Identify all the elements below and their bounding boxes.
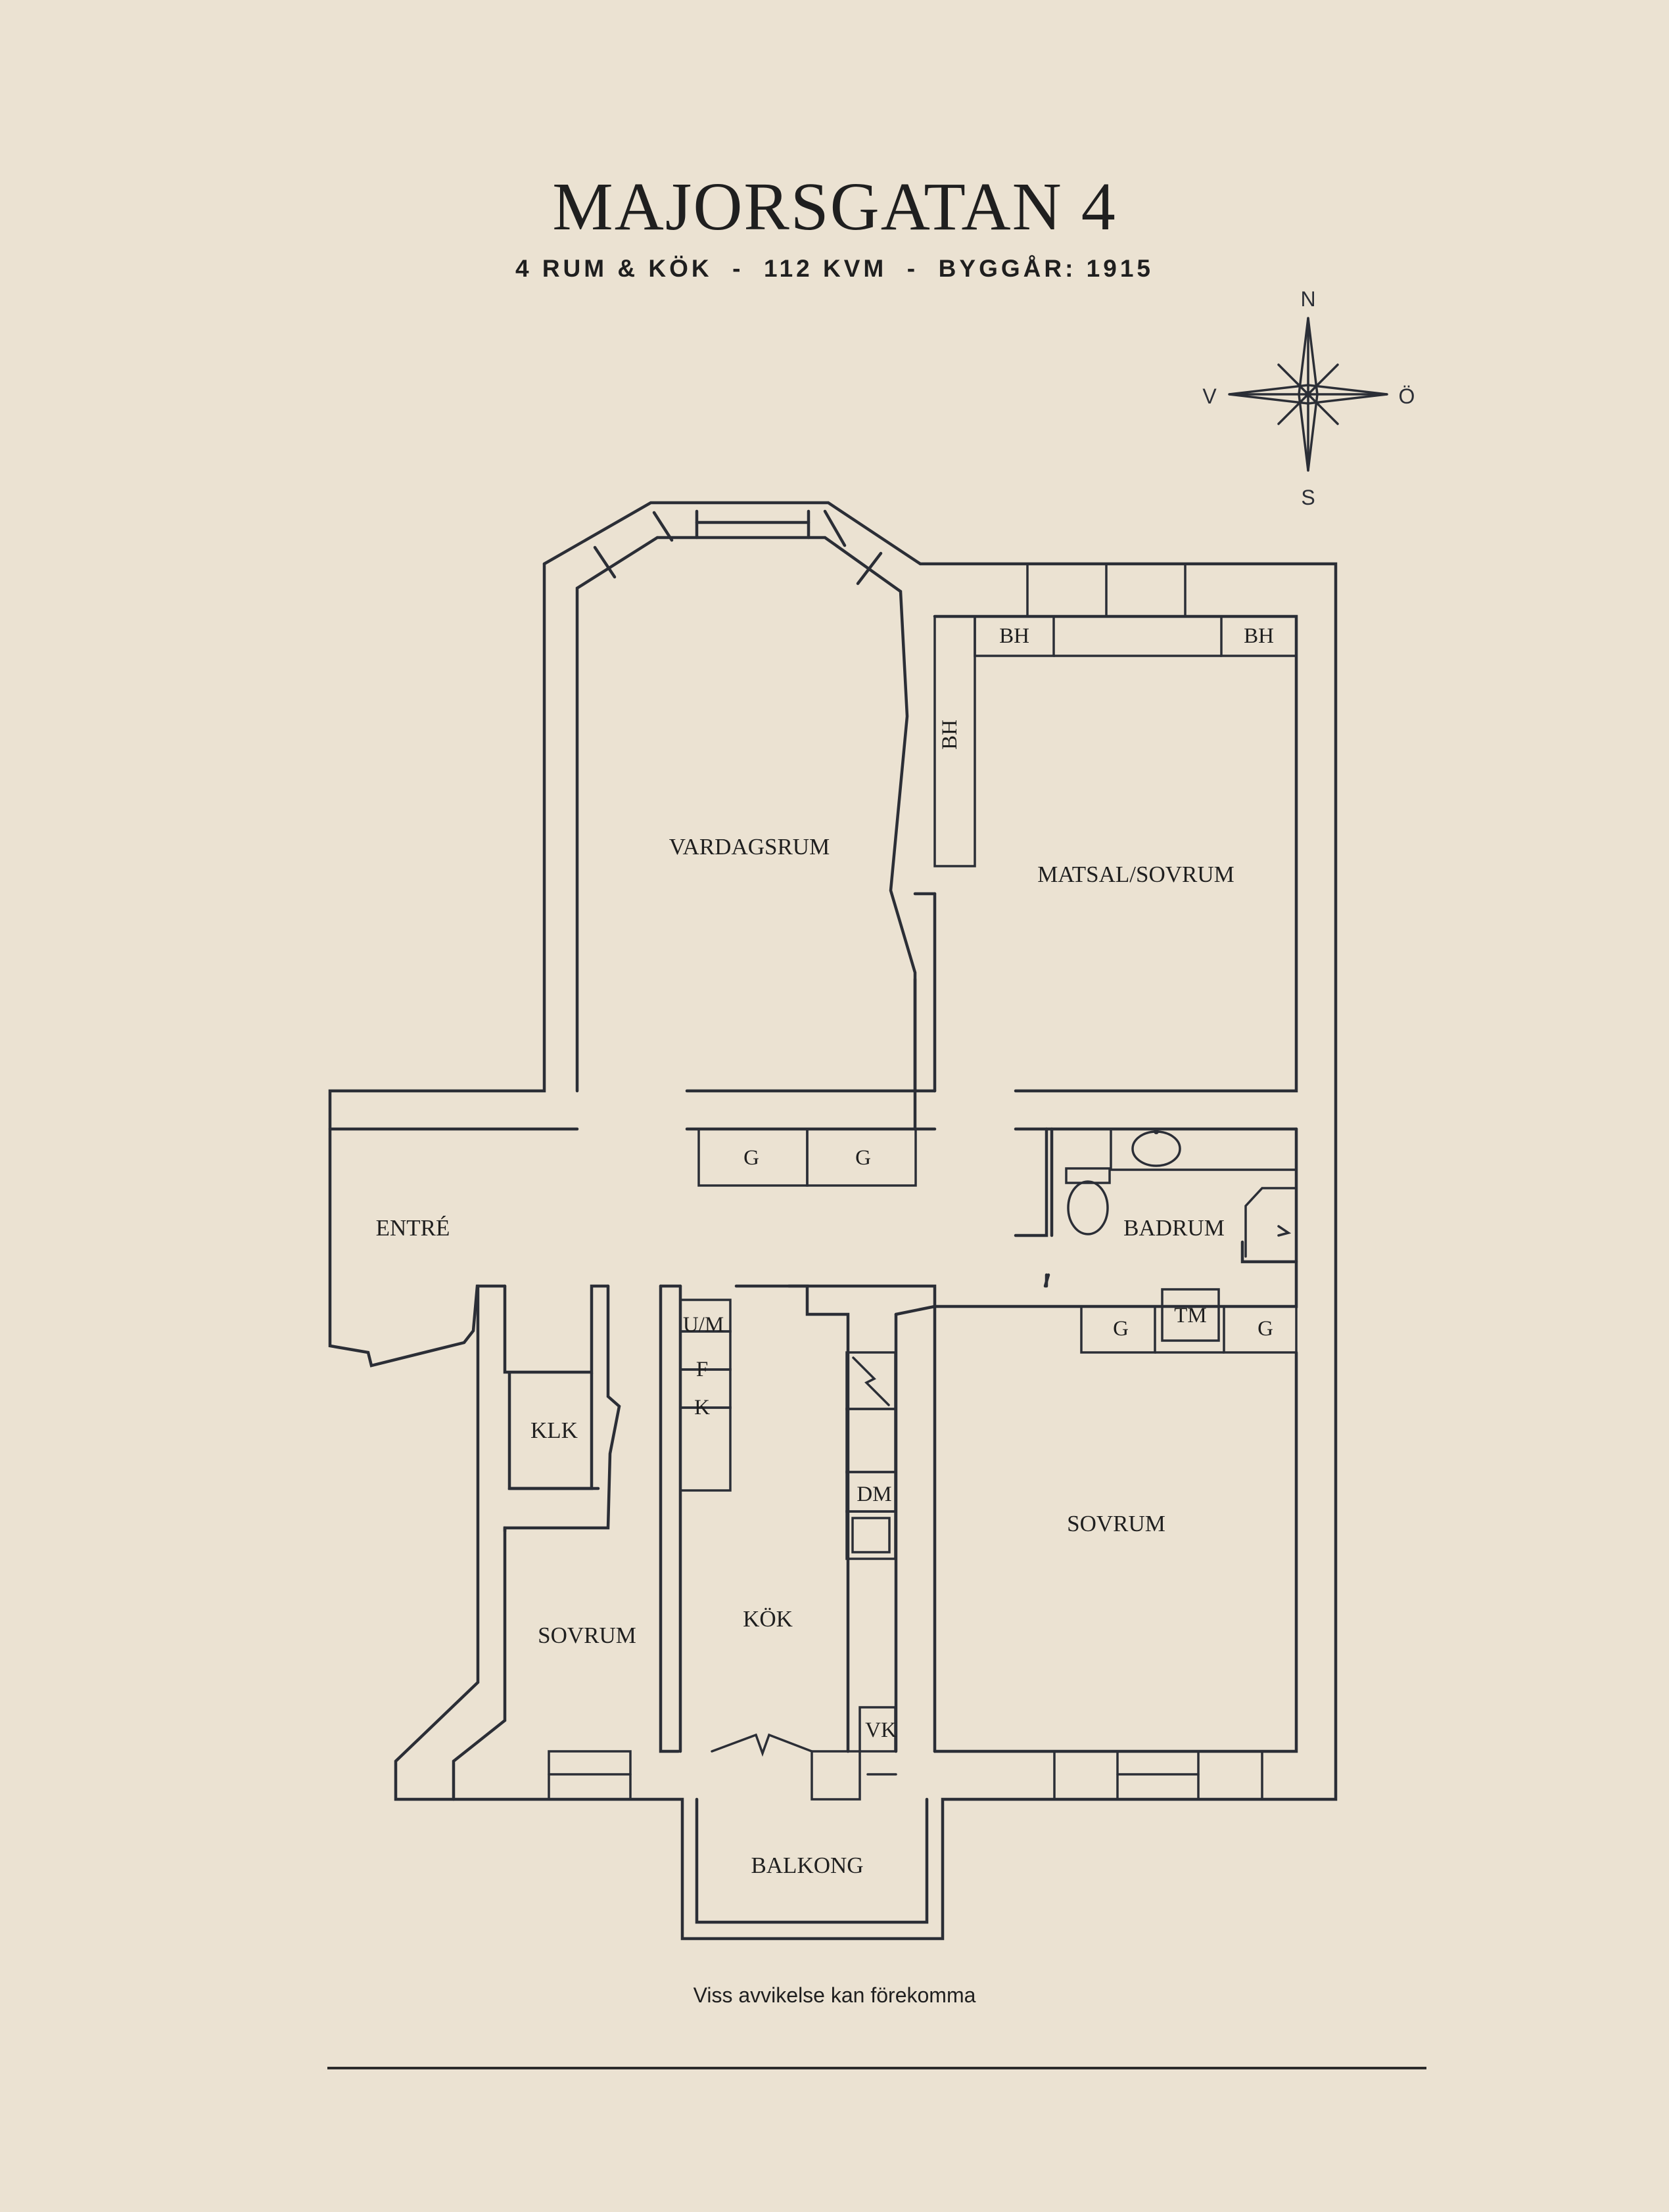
- fixture-label-dm: DM: [857, 1483, 891, 1506]
- room-label-kok: KÖK: [743, 1606, 793, 1632]
- fixture-labels: BH BH BH G G U/M F K DM VK G TM G: [683, 624, 1274, 1742]
- fixture-label-tm: TM: [1174, 1304, 1207, 1327]
- fixture-label-bh-2: BH: [1244, 624, 1274, 648]
- room-labels: VARDAGSRUM MATSAL/SOVRUM ENTRÉ BADRUM KL…: [376, 834, 1234, 1878]
- compass-south-label: S: [1301, 486, 1315, 509]
- fixture-label-bh-1: BH: [999, 624, 1029, 648]
- fixture-label-k: K: [694, 1396, 710, 1419]
- compass-east-label: Ö: [1399, 384, 1415, 408]
- compass-west-label: V: [1202, 384, 1217, 408]
- plan-title: MAJORSGATAN 4: [552, 169, 1117, 244]
- fixture-label-g-hall-2: G: [855, 1146, 871, 1170]
- fixture-label-vk: VK: [865, 1718, 897, 1742]
- room-label-klk: KLK: [530, 1417, 578, 1443]
- interior-walls: [328, 892, 1298, 1801]
- compass-rose-icon: N S V Ö: [1202, 287, 1415, 509]
- bottom-divider: [327, 2067, 1426, 2069]
- room-label-entre: ENTRÉ: [376, 1215, 450, 1241]
- fixture-label-um: U/M: [683, 1313, 724, 1337]
- fixture-label-bh-vertical: BH: [938, 720, 962, 750]
- room-label-sovrum-right: SOVRUM: [1067, 1511, 1165, 1536]
- compass-north-label: N: [1300, 287, 1315, 311]
- room-label-badrum: BADRUM: [1123, 1215, 1225, 1241]
- fixture-label-g-hall-1: G: [743, 1146, 759, 1170]
- fixture-label-g-bed-1: G: [1113, 1317, 1129, 1341]
- plan-subtitle: 4 RUM & KÖK - 112 KVM - BYGGÅR: 1915: [515, 255, 1154, 282]
- room-label-sovrum-left: SOVRUM: [538, 1623, 636, 1648]
- room-label-matsal-sovrum: MATSAL/SOVRUM: [1037, 862, 1234, 887]
- fixtures: [548, 615, 1298, 1924]
- fixture-label-f: F: [696, 1358, 708, 1381]
- disclaimer-text: Viss avvikelse kan förekomma: [693, 1983, 976, 2007]
- fixture-label-g-bed-2: G: [1258, 1317, 1273, 1341]
- room-label-balkong: BALKONG: [751, 1853, 863, 1878]
- room-label-vardagsrum: VARDAGSRUM: [669, 834, 830, 860]
